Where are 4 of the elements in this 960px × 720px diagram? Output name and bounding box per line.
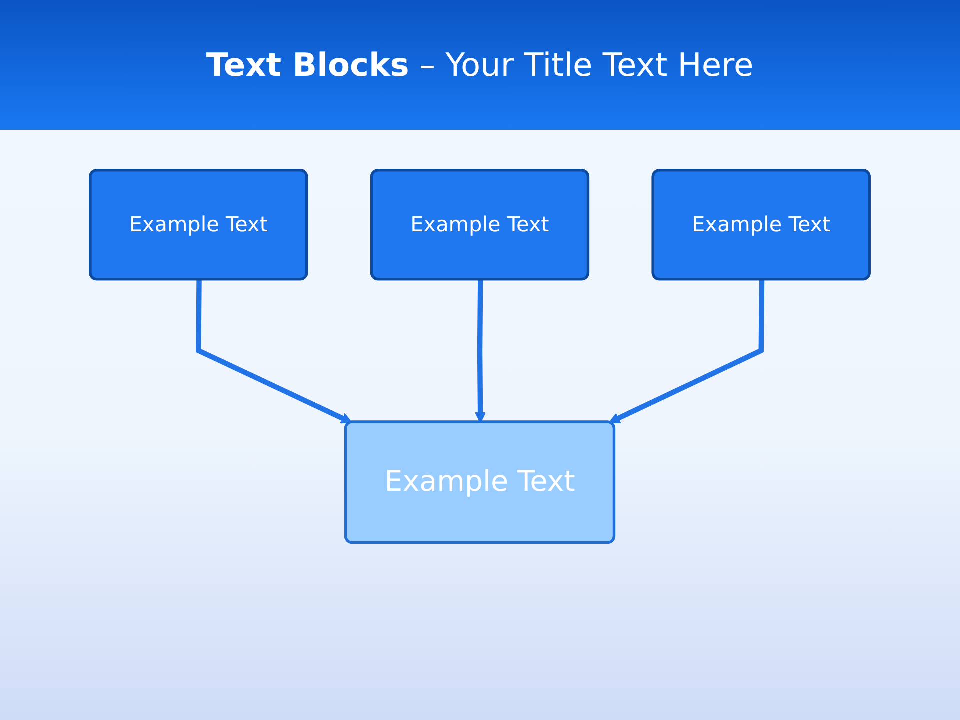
arrow xyxy=(196,280,352,424)
title: Text Blocks – Your Title Text Here xyxy=(206,46,754,84)
arrow xyxy=(608,280,765,424)
arrow xyxy=(474,280,486,424)
